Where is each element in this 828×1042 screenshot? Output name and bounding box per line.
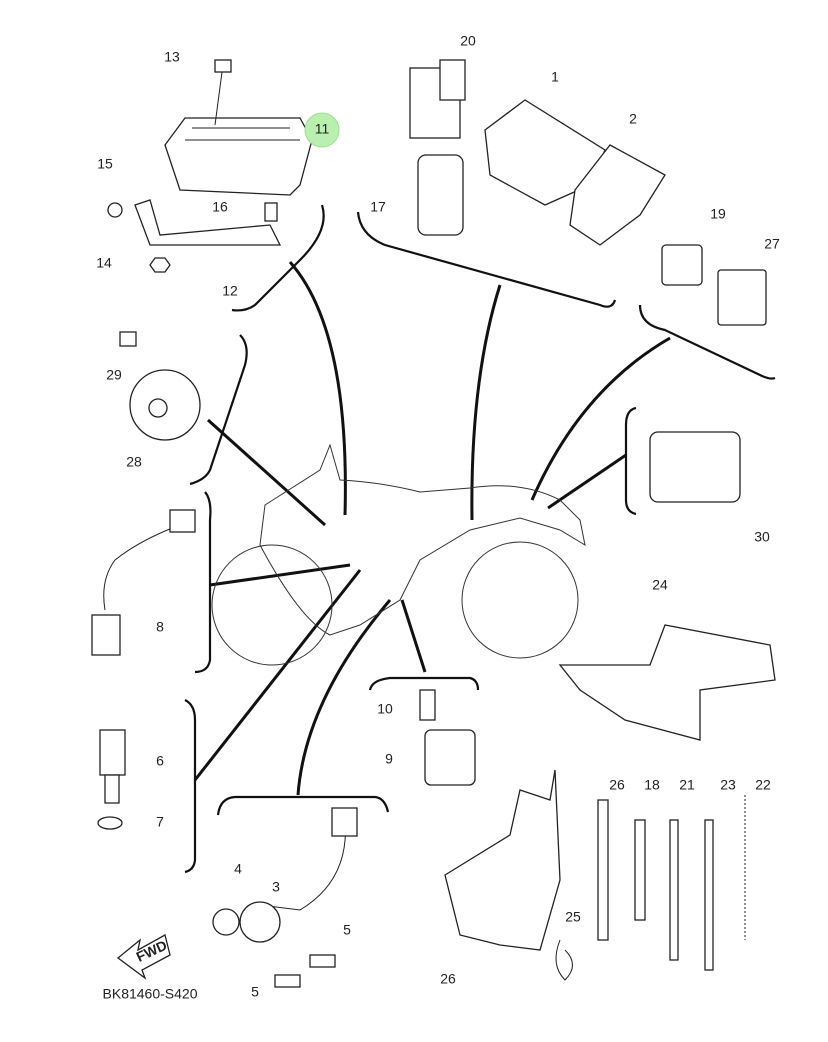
callout-25[interactable]: 25 xyxy=(565,909,581,925)
part-cover-26[interactable] xyxy=(444,769,561,951)
callout-23[interactable]: 23 xyxy=(720,777,736,793)
callout-15[interactable]: 15 xyxy=(97,156,113,172)
part-bolt-29[interactable] xyxy=(119,331,137,347)
callout-16[interactable]: 16 xyxy=(212,199,228,215)
part-o2-sensor-8[interactable] xyxy=(91,509,196,656)
callout-26-cover[interactable]: 26 xyxy=(440,971,456,987)
highlight-marker xyxy=(304,112,340,148)
bracket-temp-group xyxy=(184,699,197,874)
part-flasher-27[interactable] xyxy=(717,269,767,326)
part-harness-24[interactable] xyxy=(558,624,776,741)
leader-30 xyxy=(547,453,627,510)
bracket-crank-group xyxy=(368,676,480,691)
part-washer-7[interactable] xyxy=(97,816,123,830)
callout-20[interactable]: 20 xyxy=(460,33,476,49)
diagram-code: BK81460-S420 xyxy=(103,986,198,1002)
callout-19[interactable]: 19 xyxy=(710,206,726,222)
callout-24[interactable]: 24 xyxy=(652,577,668,593)
callout-28[interactable]: 28 xyxy=(126,454,142,470)
callout-22[interactable]: 22 xyxy=(755,777,771,793)
part-tie-23[interactable] xyxy=(704,819,714,971)
callout-4[interactable]: 4 xyxy=(234,861,242,877)
leader-flasher xyxy=(530,336,671,501)
callout-26-band[interactable]: 26 xyxy=(609,777,625,793)
part-band-26[interactable] xyxy=(597,799,609,941)
part-tie-18[interactable] xyxy=(634,819,646,921)
part-bolt-13[interactable] xyxy=(214,59,232,126)
leader-relays xyxy=(470,284,502,521)
callout-27[interactable]: 27 xyxy=(764,236,780,252)
part-bracket-12[interactable] xyxy=(134,199,282,246)
callout-21[interactable]: 21 xyxy=(679,777,695,793)
callout-13[interactable]: 13 xyxy=(164,49,180,65)
part-oring-4[interactable] xyxy=(212,908,240,936)
leader-ecu xyxy=(288,261,347,516)
callout-29[interactable]: 29 xyxy=(106,367,122,383)
leader-crank xyxy=(400,599,427,673)
part-clamp-25[interactable] xyxy=(555,939,573,981)
callout-10[interactable]: 10 xyxy=(377,701,393,717)
bracket-horn-group xyxy=(189,334,248,486)
part-horn-28[interactable] xyxy=(129,369,201,441)
callout-18[interactable]: 18 xyxy=(644,777,660,793)
part-bolt-10[interactable] xyxy=(419,689,436,721)
callout-12[interactable]: 12 xyxy=(222,283,238,299)
part-relay-17[interactable] xyxy=(417,154,464,236)
part-screw-5b[interactable] xyxy=(274,974,301,988)
callout-7[interactable]: 7 xyxy=(156,814,164,830)
part-tie-21[interactable] xyxy=(669,819,679,961)
part-gear-sensor-3[interactable] xyxy=(239,807,358,943)
callout-6[interactable]: 6 xyxy=(156,753,164,769)
leader-horn xyxy=(206,418,327,527)
callout-3[interactable]: 3 xyxy=(272,879,280,895)
part-connector-30[interactable] xyxy=(649,431,741,503)
part-screw-5a[interactable] xyxy=(309,954,336,968)
callout-5-upper[interactable]: 5 xyxy=(343,922,351,938)
callout-17[interactable]: 17 xyxy=(370,199,386,215)
callout-8[interactable]: 8 xyxy=(156,619,164,635)
callout-1[interactable]: 1 xyxy=(551,69,559,85)
motorcycle-outline xyxy=(211,443,586,666)
callout-14[interactable]: 14 xyxy=(96,255,112,271)
callout-9[interactable]: 9 xyxy=(385,751,393,767)
part-temp-sensor-6[interactable] xyxy=(99,729,126,804)
part-sensor-19[interactable] xyxy=(661,244,703,286)
leader-o2 xyxy=(209,563,351,587)
bracket-30-group xyxy=(624,406,637,516)
fwd-arrow-icon: FWD xyxy=(116,934,171,980)
bracket-gear-group xyxy=(216,795,390,816)
callout-11[interactable]: 11 xyxy=(315,121,330,137)
bracket-flasher-group xyxy=(638,304,776,380)
part-crank-sensor-9[interactable] xyxy=(424,729,476,786)
part-bolt-16[interactable] xyxy=(264,202,278,222)
bracket-o2-group xyxy=(194,491,212,674)
callout-2[interactable]: 2 xyxy=(629,111,637,127)
bracket-ecu-group xyxy=(231,204,325,312)
callout-30[interactable]: 30 xyxy=(754,529,770,545)
part-rectifier-2[interactable] xyxy=(569,144,666,246)
part-nut-14[interactable] xyxy=(149,257,171,273)
bracket-relay-group xyxy=(356,211,617,308)
part-ecu-11[interactable] xyxy=(164,117,313,196)
part-grommet-15[interactable] xyxy=(107,202,123,218)
callout-5-lower[interactable]: 5 xyxy=(251,984,259,1000)
part-relay-20[interactable] xyxy=(409,59,466,139)
leader-gear xyxy=(296,599,392,796)
